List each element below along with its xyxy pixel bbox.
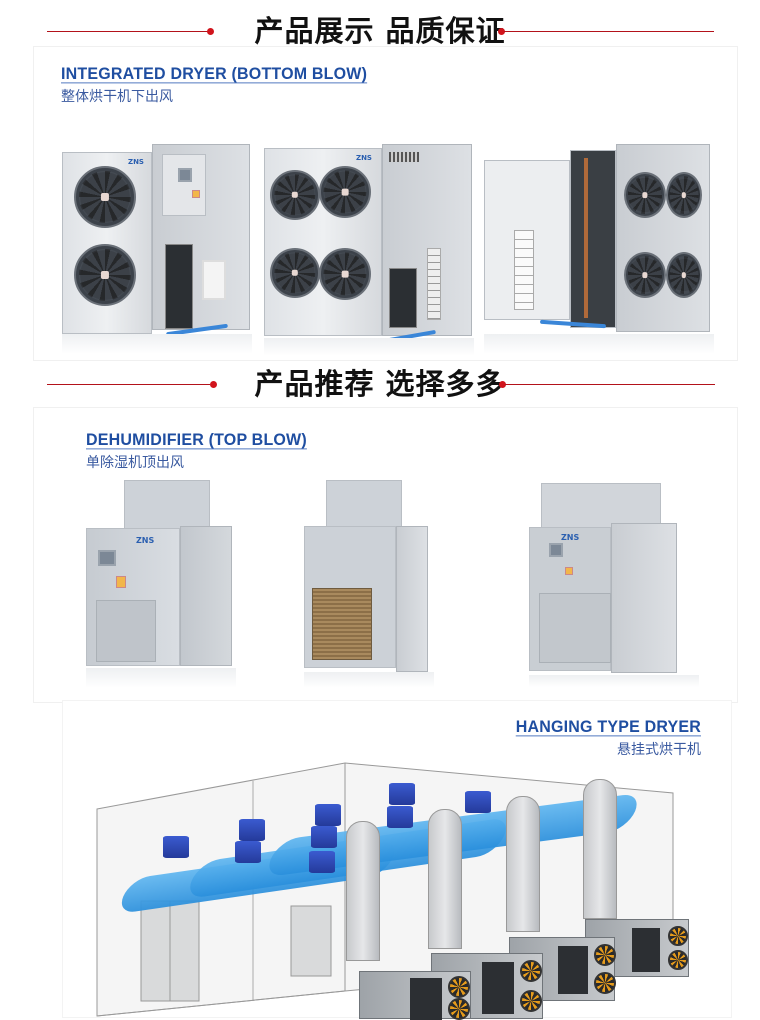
section-banner-showcase: 产品展示 品质保证 bbox=[0, 11, 760, 51]
banner-line-right bbox=[505, 384, 715, 385]
brand-logo: ZNS bbox=[561, 533, 580, 542]
banner-dot-left bbox=[207, 28, 214, 35]
fan-icon bbox=[594, 972, 616, 994]
circulation-fan-icon bbox=[239, 819, 265, 841]
heading-cn: 悬挂式烘干机 bbox=[617, 742, 701, 758]
product-image-dehumidifier-angle: ZNS bbox=[529, 483, 699, 688]
panel-heading: INTEGRATED DRYER (BOTTOM BLOW) 整体烘干机下出风 bbox=[61, 64, 367, 106]
circulation-fan-icon bbox=[235, 841, 261, 863]
dehumidifier-panel: DEHUMIDIFIER (TOP BLOW) 单除湿机顶出风 ZNS ZNS bbox=[33, 407, 738, 703]
fan-icon bbox=[668, 950, 688, 970]
product-image-integrated-dryer-4-fan-side bbox=[484, 142, 714, 357]
heading-en: HANGING TYPE DRYER bbox=[515, 718, 701, 737]
panel-heading: HANGING TYPE DRYER 悬挂式烘干机 bbox=[516, 717, 701, 759]
circulation-fan-icon bbox=[315, 804, 341, 826]
product-image-dehumidifier-back bbox=[304, 480, 434, 690]
section-banner-recommend: 产品推荐 选择多多 bbox=[0, 364, 760, 404]
fan-icon bbox=[624, 252, 666, 298]
brand-logo: ZNS bbox=[128, 158, 144, 166]
product-image-dehumidifier-front: ZNS bbox=[86, 480, 236, 690]
banner-title: 产品推荐 选择多多 bbox=[254, 367, 506, 401]
banner-dot-right bbox=[499, 381, 506, 388]
fan-icon bbox=[666, 252, 702, 298]
fan-icon bbox=[74, 244, 136, 306]
circulation-fan-icon bbox=[387, 806, 413, 828]
circulation-fan-icon bbox=[389, 783, 415, 805]
heading-cn: 单除湿机顶出风 bbox=[86, 455, 184, 471]
banner-dot-left bbox=[210, 381, 217, 388]
banner-dot-right bbox=[498, 28, 505, 35]
fan-icon bbox=[319, 248, 371, 300]
product-image-integrated-dryer-4-fan-front: ZNS bbox=[264, 142, 474, 357]
circulation-fan-icon bbox=[311, 826, 337, 848]
fan-icon bbox=[270, 248, 320, 298]
banner-line-left bbox=[47, 384, 210, 385]
integrated-dryer-panel: INTEGRATED DRYER (BOTTOM BLOW) 整体烘干机下出风 … bbox=[33, 46, 738, 361]
circulation-fan-icon bbox=[309, 851, 335, 873]
banner-line-left bbox=[47, 31, 210, 32]
brand-logo: ZNS bbox=[356, 154, 372, 162]
panel-heading: DEHUMIDIFIER (TOP BLOW) 单除湿机顶出风 bbox=[86, 430, 307, 472]
fan-icon bbox=[448, 976, 470, 998]
circulation-fan-icon bbox=[465, 791, 491, 813]
heading-cn: 整体烘干机下出风 bbox=[61, 89, 173, 105]
fan-icon bbox=[520, 960, 542, 982]
air-duct bbox=[428, 809, 462, 949]
fan-icon bbox=[74, 166, 136, 228]
product-image-integrated-dryer-2-fan: ZNS bbox=[62, 144, 252, 354]
air-duct bbox=[346, 821, 380, 961]
fan-icon bbox=[319, 166, 371, 218]
fan-icon bbox=[270, 170, 320, 220]
circulation-fan-icon bbox=[163, 836, 189, 858]
fan-icon bbox=[624, 172, 666, 218]
brand-logo: ZNS bbox=[136, 536, 155, 545]
fan-icon bbox=[520, 990, 542, 1012]
air-duct bbox=[506, 796, 540, 932]
banner-line-right bbox=[504, 31, 714, 32]
hanging-dryer-illustration bbox=[63, 701, 733, 1020]
fan-icon bbox=[448, 998, 470, 1020]
fan-icon bbox=[668, 926, 688, 946]
hanging-dryer-panel: HANGING TYPE DRYER 悬挂式烘干机 bbox=[62, 700, 733, 1020]
fan-icon bbox=[666, 172, 702, 218]
air-duct bbox=[583, 779, 617, 919]
banner-title: 产品展示 品质保证 bbox=[254, 14, 506, 48]
heat-pump-unit bbox=[359, 971, 471, 1020]
heading-en: DEHUMIDIFIER (TOP BLOW) bbox=[86, 431, 307, 450]
heading-en: INTEGRATED DRYER (BOTTOM BLOW) bbox=[61, 65, 368, 84]
fan-icon bbox=[594, 944, 616, 966]
